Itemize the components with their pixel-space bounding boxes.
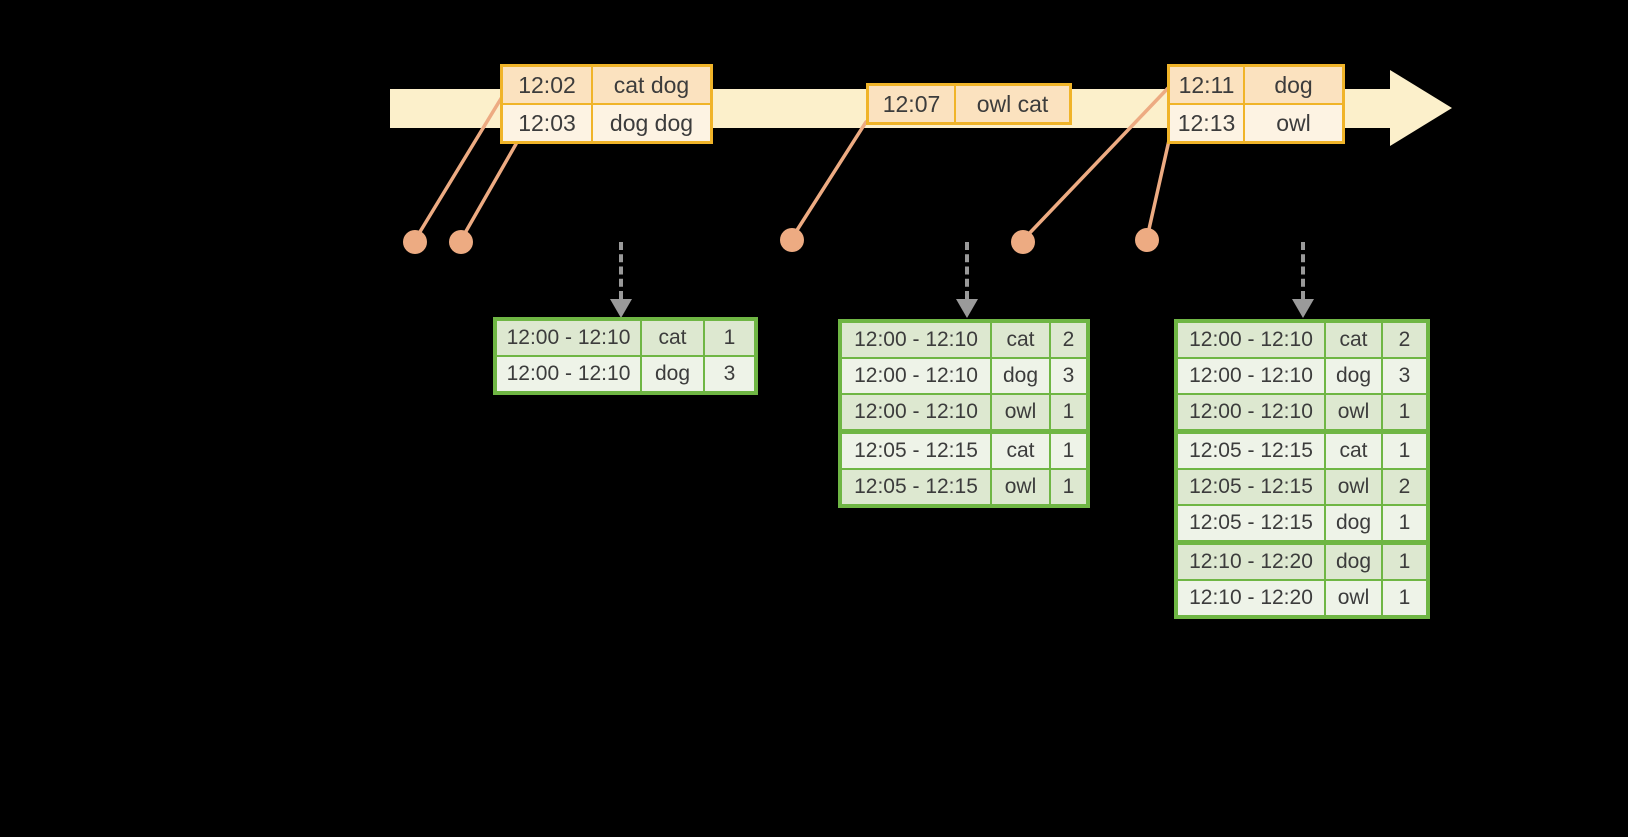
result-word-cell: owl [992,470,1049,504]
event-dot-icon [1135,228,1159,252]
event-dot-icon [403,230,427,254]
result-count-cell: 1 [1383,581,1426,615]
connector-line [459,142,518,242]
result-count-cell: 2 [1383,470,1426,504]
result-word-cell: dog [992,359,1049,393]
result-word-cell: owl [1326,581,1381,615]
result-word-cell: owl [992,395,1049,429]
event-words-cell: owl [1245,105,1342,141]
result-window-cell: 12:05 - 12:15 [1178,506,1324,540]
result-window-cell: 12:00 - 12:10 [1178,395,1324,429]
result-word-cell: cat [992,434,1049,468]
result-word-cell: dog [1326,506,1381,540]
result-word-cell: cat [1326,323,1381,357]
event-words-cell: cat dog [593,67,710,103]
result-window-cell: 12:05 - 12:15 [1178,434,1324,468]
result-window-cell: 12:00 - 12:10 [842,359,990,393]
connector-line [790,120,868,240]
result-window-cell: 12:00 - 12:10 [497,357,640,391]
result-window-cell: 12:00 - 12:10 [1178,323,1324,357]
result-count-cell: 3 [705,357,754,391]
result-count-cell: 1 [705,321,754,355]
result-count-cell: 1 [1383,545,1426,579]
event-dot-icon [449,230,473,254]
trigger-arrow-icon [956,242,978,318]
result-count-cell: 1 [1051,395,1086,429]
event-time-cell: 12:02 [503,67,591,103]
result-count-cell: 1 [1383,395,1426,429]
event-words-cell: dog [1245,67,1342,103]
result-window-cell: 12:00 - 12:10 [1178,359,1324,393]
event-time-cell: 12:11 [1170,67,1243,103]
result-count-cell: 3 [1051,359,1086,393]
trigger-arrow-shaft [965,242,969,299]
event-dot-icon [780,228,804,252]
result-word-cell: cat [1326,434,1381,468]
trigger-arrow-shaft [619,242,623,299]
result-window-cell: 12:00 - 12:10 [842,323,990,357]
result-count-cell: 1 [1051,434,1086,468]
result-count-cell: 2 [1051,323,1086,357]
trigger-arrowhead-icon [610,299,632,318]
result-window-cell: 12:10 - 12:20 [1178,581,1324,615]
result-window-cell: 12:00 - 12:10 [497,321,640,355]
result-window-cell: 12:00 - 12:10 [842,395,990,429]
trigger-arrowhead-icon [956,299,978,318]
result-window-cell: 12:10 - 12:20 [1178,545,1324,579]
result-window-cell: 12:05 - 12:15 [842,434,990,468]
timeline-arrowhead-icon [1390,70,1452,146]
event-dot-icon [1011,230,1035,254]
event-time-cell: 12:07 [869,86,954,122]
result-count-cell: 1 [1383,506,1426,540]
event-time-cell: 12:13 [1170,105,1243,141]
result-word-cell: owl [1326,470,1381,504]
result-word-cell: owl [1326,395,1381,429]
result-word-cell: cat [992,323,1049,357]
result-count-cell: 2 [1383,323,1426,357]
event-time-cell: 12:03 [503,105,591,141]
result-word-cell: dog [1326,545,1381,579]
trigger-arrow-icon [1292,242,1314,318]
trigger-arrowhead-icon [1292,299,1314,318]
event-words-cell: owl cat [956,86,1069,122]
event-words-cell: dog dog [593,105,710,141]
result-word-cell: dog [1326,359,1381,393]
result-count-cell: 1 [1383,434,1426,468]
result-count-cell: 3 [1383,359,1426,393]
result-window-cell: 12:05 - 12:15 [842,470,990,504]
trigger-arrow-icon [610,242,632,318]
result-word-cell: cat [642,321,703,355]
result-word-cell: dog [642,357,703,391]
trigger-arrow-shaft [1301,242,1305,299]
result-window-cell: 12:05 - 12:15 [1178,470,1324,504]
result-count-cell: 1 [1051,470,1086,504]
